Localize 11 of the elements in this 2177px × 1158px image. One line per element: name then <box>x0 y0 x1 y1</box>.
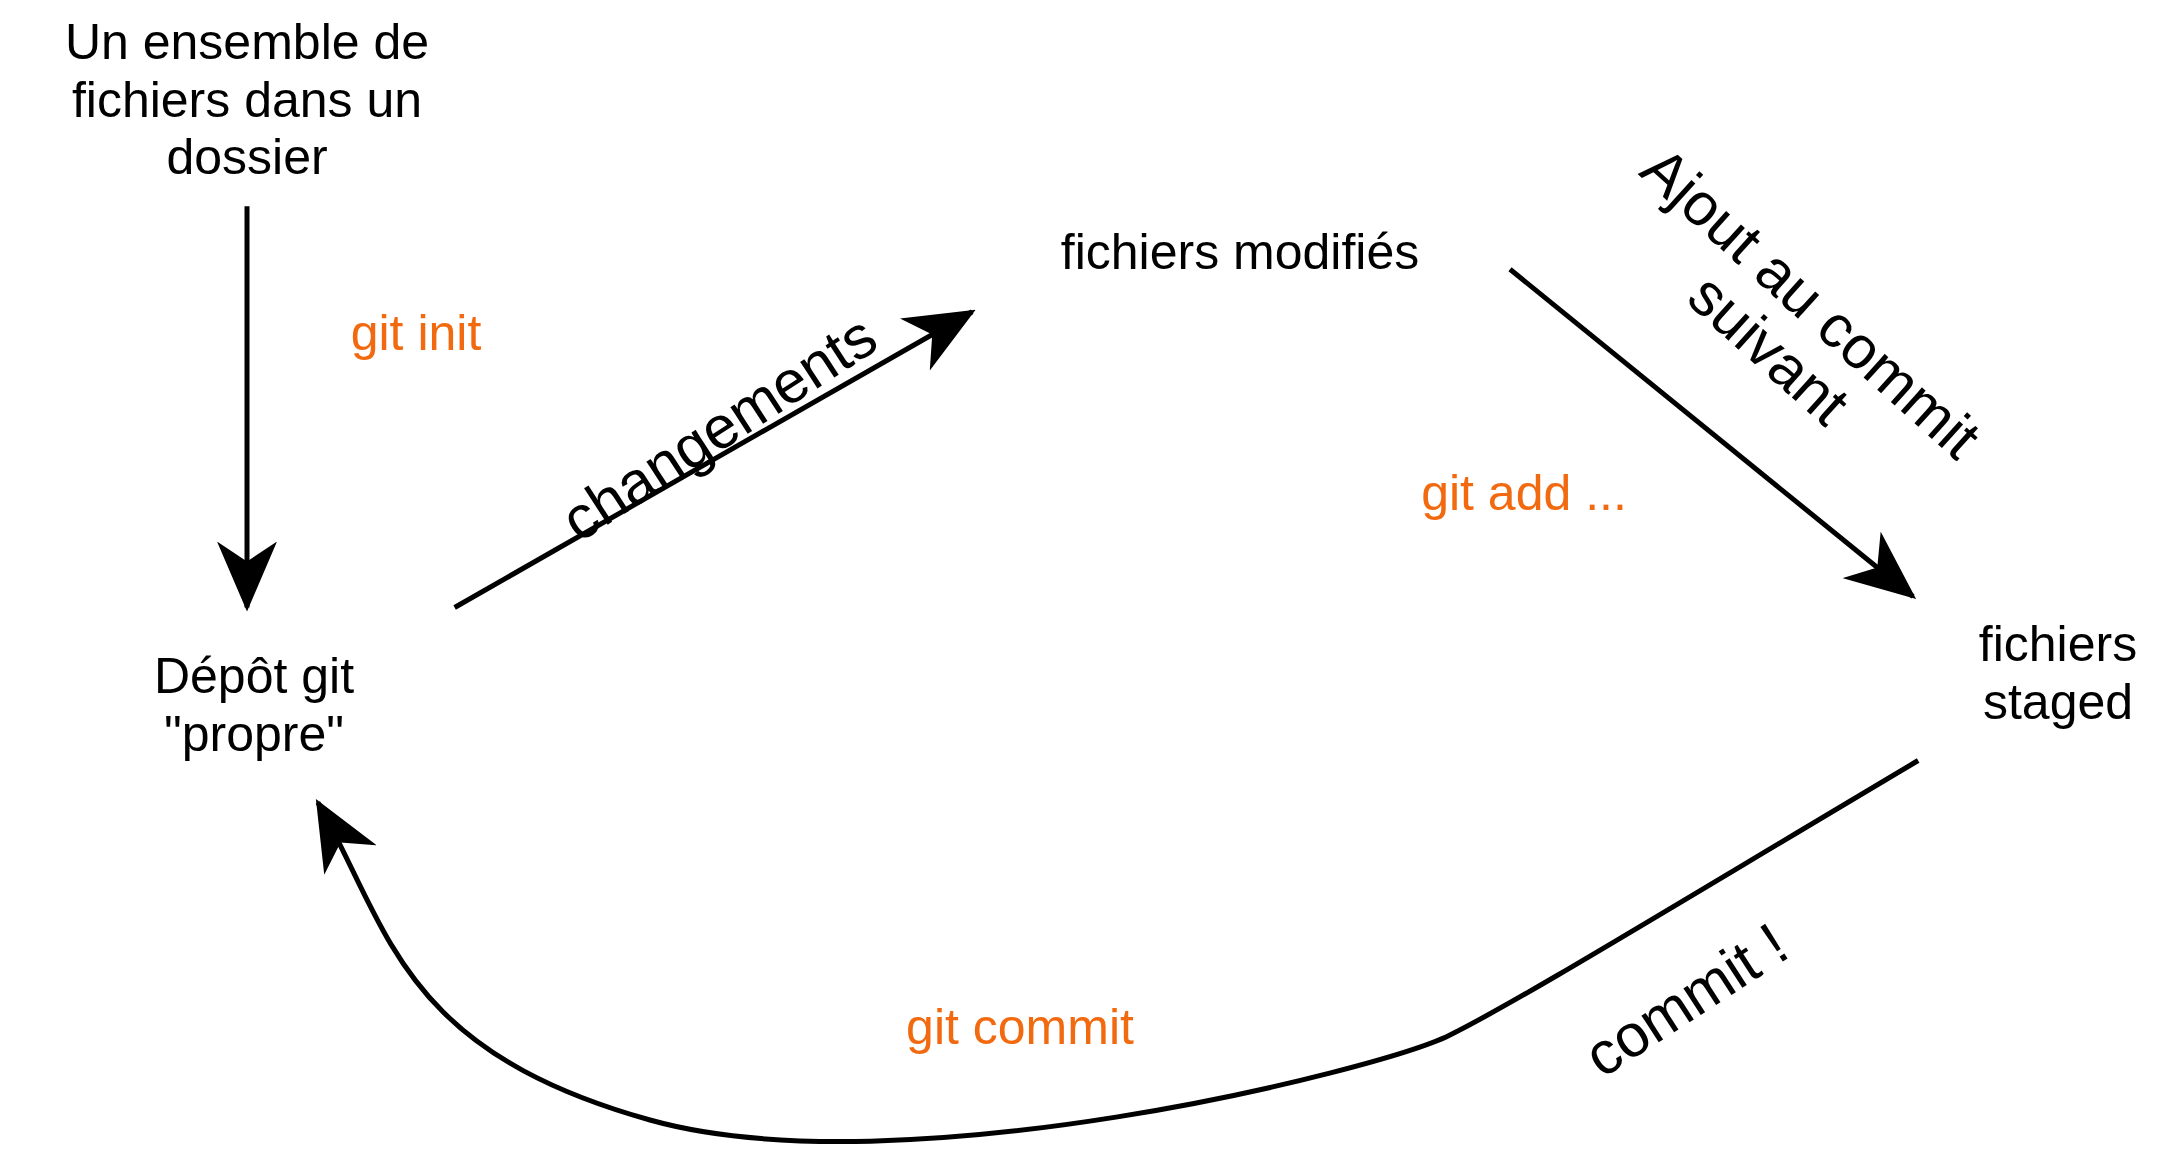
arrow <box>217 206 277 612</box>
arrow <box>315 758 1920 1144</box>
command-label: git init <box>350 304 482 362</box>
node-label: Un ensemble de fichiers dans un dossier <box>63 13 431 187</box>
node-label: fichiers modifiés <box>1060 224 1420 282</box>
command-label: git commit <box>906 998 1134 1056</box>
arrow <box>453 309 976 610</box>
command-label: git add ... <box>1421 464 1627 522</box>
node-label: fichiers staged <box>1977 615 2139 731</box>
arrow <box>1508 267 1917 599</box>
node-label: Dépôt git "propre" <box>152 647 356 763</box>
